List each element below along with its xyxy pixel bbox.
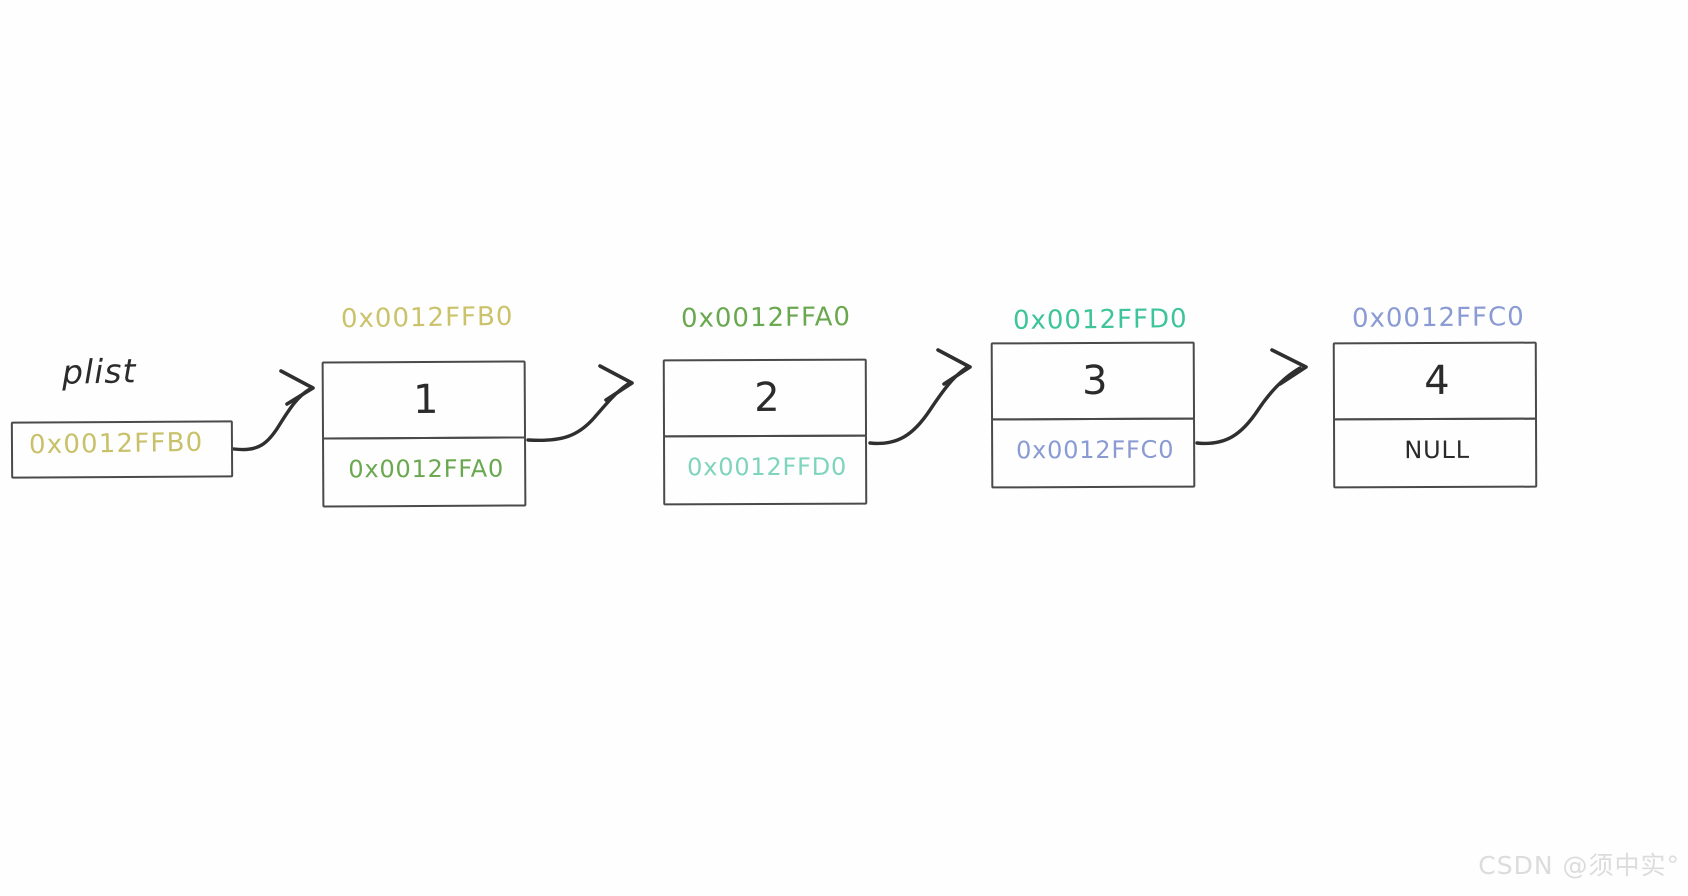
arrow-node3-to-node4 bbox=[1195, 348, 1308, 446]
node-4-address-label: 0x0012FFC0 bbox=[1351, 302, 1525, 334]
plist-value: 0x0012FFB0 bbox=[28, 427, 204, 461]
node-4-data-value: 4 bbox=[1424, 357, 1450, 405]
arrow-plist-to-node1 bbox=[232, 369, 315, 452]
node-1-next-value: 0x0012FFA0 bbox=[348, 454, 505, 484]
node-2-next-cell: 0x0012FFD0 bbox=[663, 434, 868, 506]
arrow-node1-to-node2 bbox=[526, 364, 634, 443]
node-1-data-value: 1 bbox=[412, 376, 439, 424]
csdn-watermark: CSDN @须中实° bbox=[1478, 851, 1680, 880]
node-2: 2 0x0012FFD0 bbox=[662, 358, 868, 506]
node-1-address-label: 0x0012FFB0 bbox=[340, 301, 514, 335]
node-2-next-value: 0x0012FFD0 bbox=[687, 452, 848, 482]
node-1-next-cell: 0x0012FFA0 bbox=[322, 436, 527, 508]
node-2-data-value: 2 bbox=[754, 374, 780, 422]
node-3-data-cell: 3 bbox=[990, 341, 1196, 421]
node-3-address-label: 0x0012FFD0 bbox=[1012, 304, 1188, 336]
node-3-data-value: 3 bbox=[1082, 357, 1108, 405]
arrow-node2-to-node3 bbox=[868, 348, 972, 446]
node-4: 4 NULL bbox=[1332, 341, 1538, 489]
plist-label: plist bbox=[61, 351, 137, 392]
node-3-next-cell: 0x0012FFC0 bbox=[991, 417, 1196, 489]
node-4-next-value: NULL bbox=[1404, 435, 1470, 465]
node-3-next-value: 0x0012FFC0 bbox=[1015, 435, 1175, 465]
node-2-address-label: 0x0012FFA0 bbox=[680, 302, 852, 334]
node-4-data-cell: 4 bbox=[1332, 341, 1538, 421]
node-2-data-cell: 2 bbox=[662, 358, 868, 438]
node-3: 3 0x0012FFC0 bbox=[990, 341, 1196, 489]
node-4-next-cell: NULL bbox=[1333, 417, 1538, 489]
node-1: 1 0x0012FFA0 bbox=[321, 360, 527, 508]
node-1-data-cell: 1 bbox=[321, 360, 527, 440]
